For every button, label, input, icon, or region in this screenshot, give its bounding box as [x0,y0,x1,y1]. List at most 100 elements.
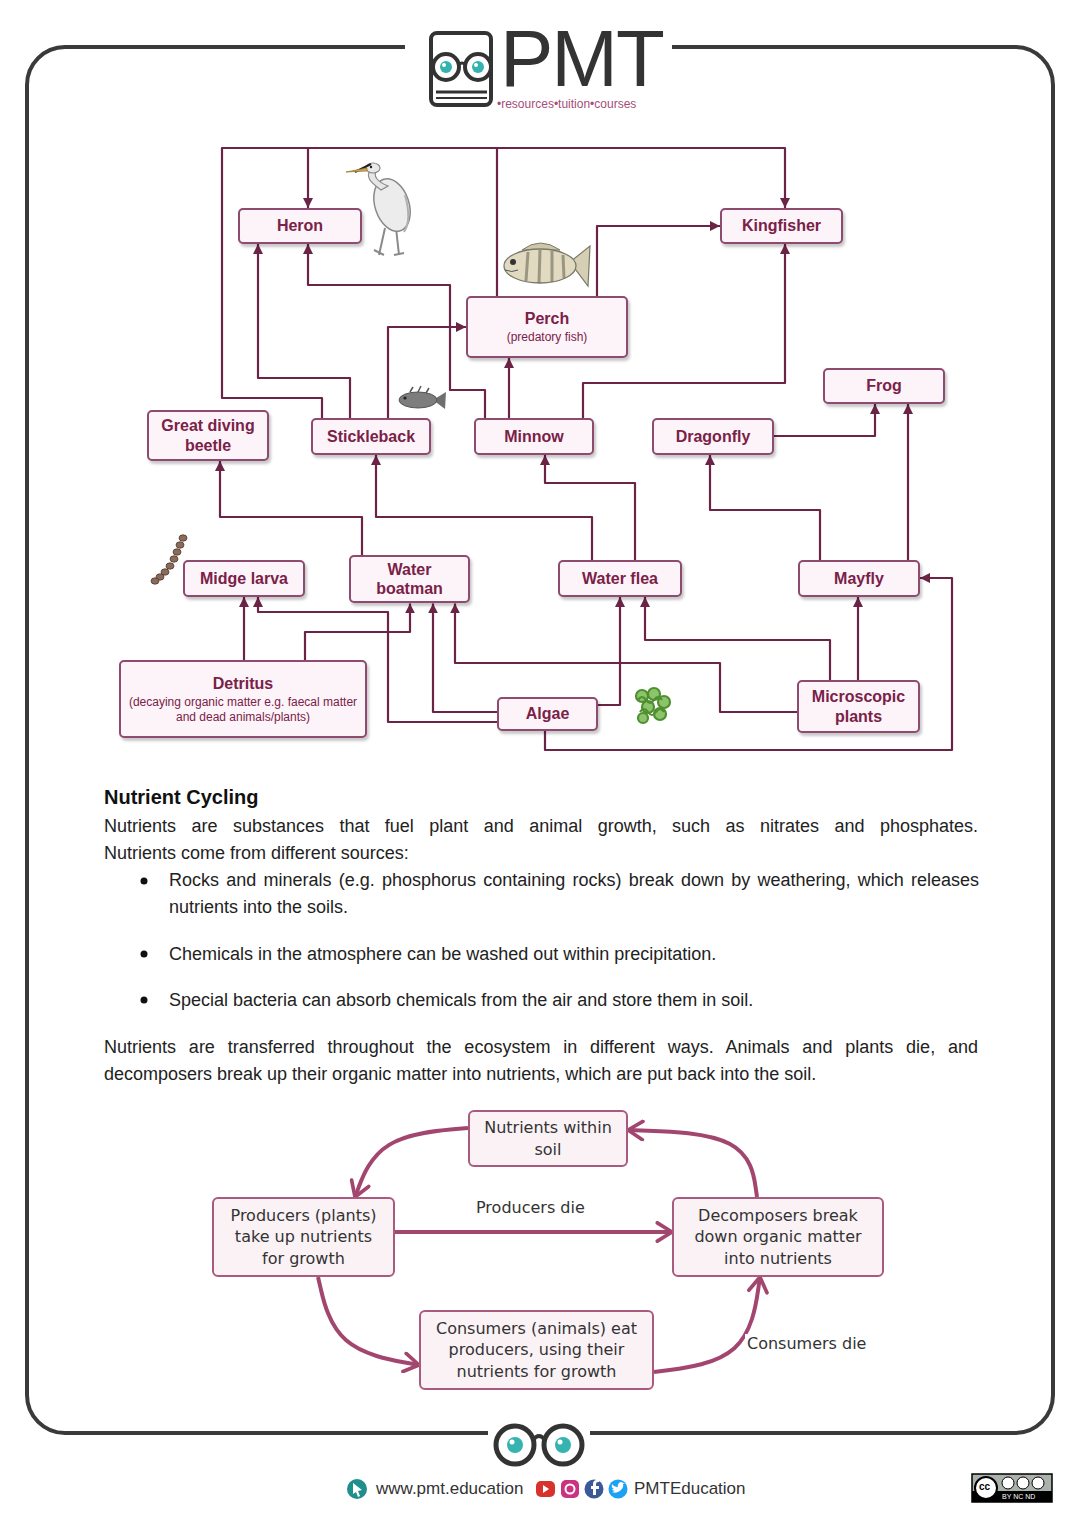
feeding-arrow [258,244,350,418]
social-icon [543,1485,549,1493]
midge-larva-picture [166,563,174,569]
perch-picture [526,250,564,283]
perch-picture [504,243,590,286]
midge-larva-picture [173,549,181,555]
node-label: Water boatman [356,560,463,598]
cycle-arrow [355,1128,468,1197]
cycle-arrow [628,1130,757,1197]
logo-icon [440,61,452,73]
food-web-box: Stickleback [311,418,431,455]
footer-glasses [558,1440,563,1445]
cycle-arrow [395,1230,672,1234]
algae-picture [636,688,670,723]
food-web-box: Microscopic plants [797,680,920,733]
body-text: Nutrients are substances that fuel plant… [104,813,978,840]
feeding-arrow [645,597,830,680]
heron-picture [370,166,372,168]
edge-label: Consumers die [745,1334,868,1354]
node-note: (predatory fish) [507,330,588,344]
food-web-box: Detritus(decaying organic matter e.g. fa… [119,660,367,738]
logo-icon [436,91,487,94]
food-web-box: Minnow [474,418,594,455]
social-icon [612,1482,625,1493]
licence-badge [975,1477,997,1499]
social-icon [561,1480,579,1498]
feeding-arrow [774,404,875,436]
food-web-box: Kingfisher [720,208,843,244]
node-label: Heron [277,216,323,235]
footer-glasses [496,1426,582,1464]
feeding-arrow [508,358,510,418]
cycle-box: Producers (plants) take up nutrients for… [212,1197,395,1277]
feeding-arrow [598,597,620,705]
logo-icon [474,63,478,67]
feeding-arrow [308,244,485,418]
stickleback-picture [410,386,429,393]
cycle-box: Consumers (animals) eat producers, using… [419,1310,654,1390]
food-web-box: Water flea [558,560,682,597]
social-icon [347,1479,367,1499]
midge-larva-picture [179,535,187,541]
cycle-arrow [318,1277,419,1365]
feeding-arrow [220,461,362,555]
logo-icon [433,54,459,80]
page-frame [27,47,488,1433]
perch-picture [505,270,518,272]
social-icon [347,1479,628,1499]
logo-icon [436,97,487,99]
food-web-box: Heron [238,208,362,244]
licence-badge [972,1474,1052,1502]
heron-picture [346,168,367,172]
algae-picture [638,697,664,715]
stickleback-picture [399,392,437,408]
bullet-dot [141,878,148,885]
social-icon [591,1480,599,1495]
footer-glasses [496,1426,534,1464]
midge-larva-picture [151,578,159,584]
stickleback-picture [403,396,406,399]
logo-icon [431,33,491,105]
footer-glasses [510,1440,515,1445]
feeding-arrow [455,603,797,712]
node-label: Algae [526,704,570,723]
perch-picture [504,249,576,283]
social-icon [585,1480,604,1499]
node-label: Decomposers break down organic matter in… [682,1205,874,1270]
heron-picture [379,228,385,255]
node-label: Dragonfly [676,427,751,446]
logo-icon [442,63,446,67]
node-note: (decaying organic matter e.g. faecal mat… [126,695,360,724]
cycle-box: Decomposers break down organic matter in… [672,1197,884,1277]
footer-glasses [555,1437,571,1453]
feeding-arrow [710,455,820,560]
logo-text: PMT [500,19,663,99]
food-web-box: Midge larva [183,560,305,597]
cycle-arrow [654,1277,760,1372]
bullet-text: Rocks and minerals (e.g. phosphorus cont… [169,867,979,921]
food-web-box: Frog [823,368,945,404]
footer-handle: PMTEducation [634,1479,746,1499]
feeding-arrow [907,404,909,560]
algae-picture [638,713,648,723]
node-label: Microscopic plants [804,687,913,725]
node-label: Nutrients within soil [478,1117,618,1160]
food-web-box: Dragonfly [652,418,774,455]
logo-icon [465,54,491,80]
food-web-box: Water boatman [349,555,470,603]
node-label: Perch [525,309,569,328]
perch-picture [510,259,516,265]
node-label: Water flea [582,569,658,588]
node-label: Midge larva [200,569,288,588]
node-label: Minnow [504,427,564,446]
food-web-box: Mayfly [798,560,920,597]
node-label: Frog [866,376,902,395]
midge-larva-picture [170,556,178,562]
feeding-arrow [388,327,466,418]
licence-terms: BY NC ND [1002,1492,1035,1501]
stickleback-picture [399,386,446,409]
licence-badge [1017,1477,1029,1489]
footer-url: www.pmt.education [376,1479,523,1499]
bullet-text: Special bacteria can absorb chemicals fr… [169,987,979,1014]
licence-badge [1002,1477,1014,1489]
